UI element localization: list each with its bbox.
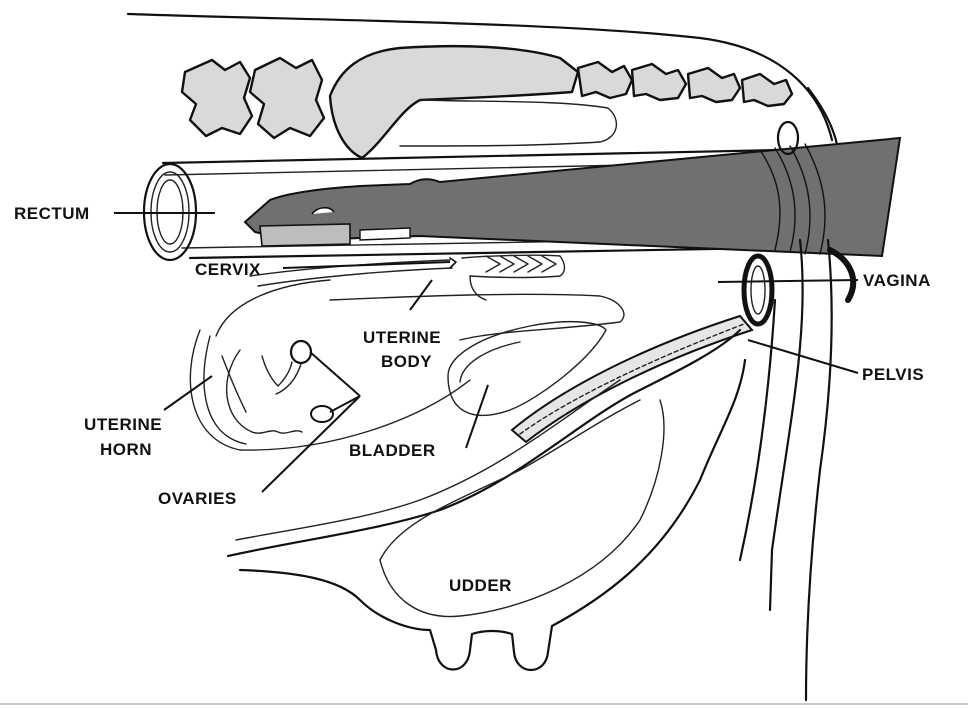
label-vagina: VAGINA: [863, 271, 931, 290]
pelvis-leader: [748, 340, 858, 373]
arm: [245, 138, 900, 256]
tail-vertebra-3: [688, 68, 740, 102]
tail-vertebra-4: [742, 74, 792, 106]
pelvis-bone: [512, 316, 752, 442]
label-rectum: RECTUM: [14, 204, 90, 223]
ovary-lower: [311, 406, 333, 422]
vulva-ring: [744, 256, 772, 324]
label-cervix: CERVIX: [195, 260, 261, 279]
uterine-body-leader: [410, 280, 432, 310]
label-bladder: BLADDER: [349, 441, 436, 460]
label-uterine-horn-line1: UTERINE: [84, 415, 162, 434]
vertebra-2: [250, 58, 324, 138]
label-uterine-body-line2: BODY: [381, 352, 432, 371]
udder-outline: [228, 330, 745, 670]
ovaries: [276, 341, 333, 422]
vertebrae: [182, 46, 792, 158]
cervix-leader: [283, 262, 450, 268]
label-uterine-body-line1: UTERINE: [363, 328, 441, 347]
ovaries-leader-upper: [310, 352, 360, 396]
vertebra-1: [182, 60, 252, 136]
label-udder: UDDER: [449, 576, 512, 595]
ovary-upper: [291, 341, 311, 363]
vagina-leader: [718, 280, 858, 282]
label-pelvis: PELVIS: [862, 365, 924, 384]
label-ovaries: OVARIES: [158, 489, 237, 508]
bladder-leader: [466, 385, 488, 448]
tail-vertebra-1: [578, 62, 632, 98]
label-uterine-horn-line2: HORN: [100, 440, 152, 459]
uterine-horn: [222, 350, 302, 433]
tail-vertebra-2: [632, 64, 686, 100]
